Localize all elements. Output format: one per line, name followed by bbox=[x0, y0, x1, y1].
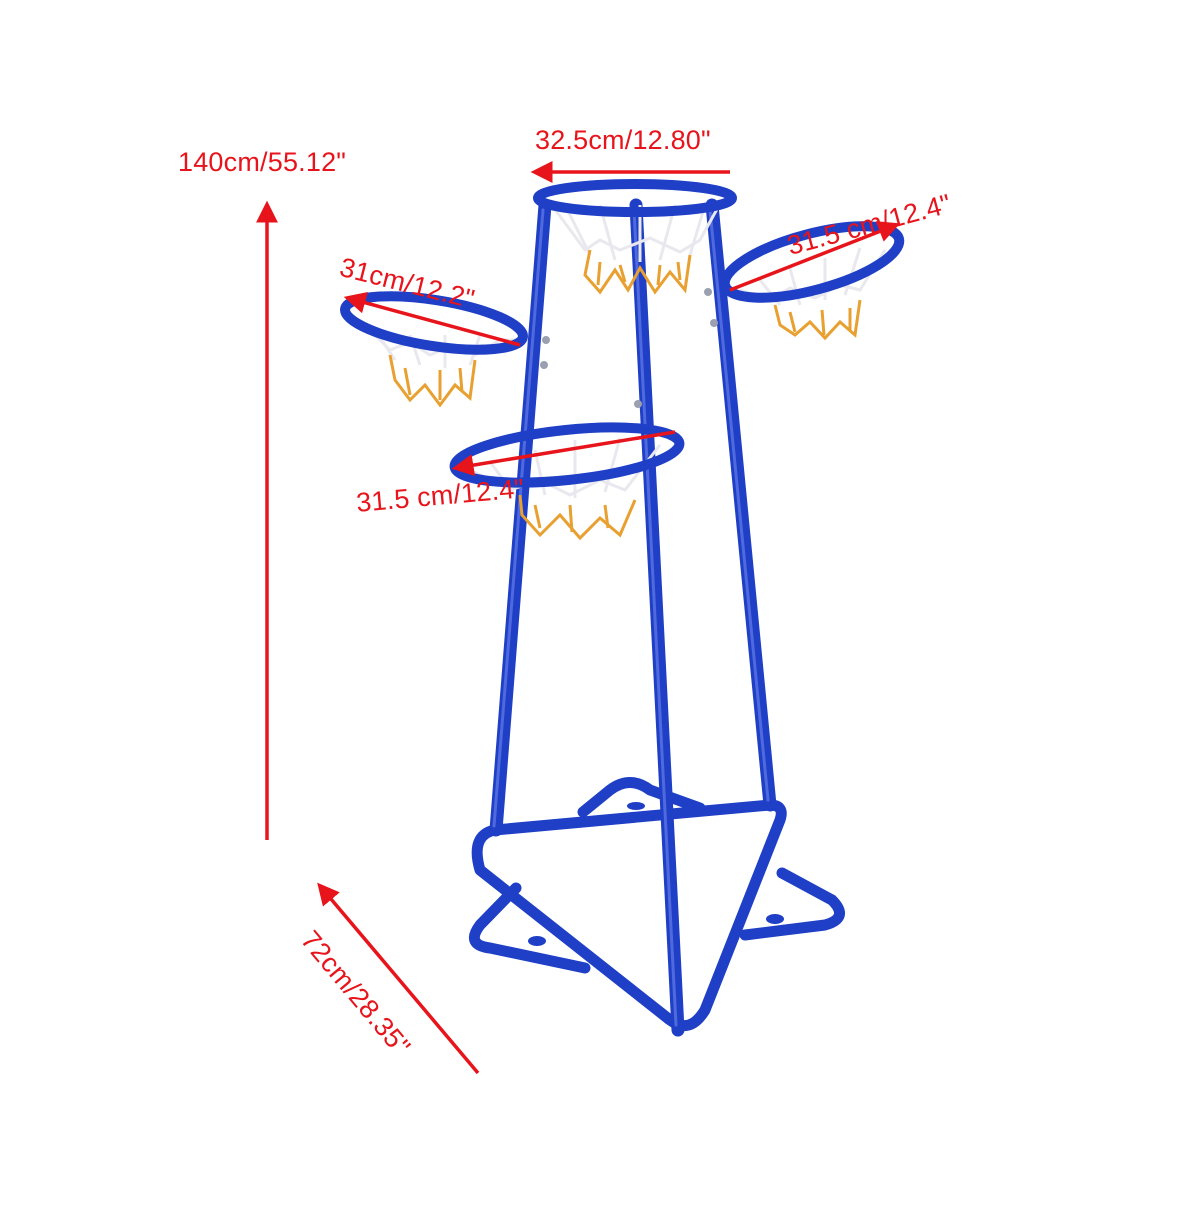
top-rim-label: 32.5cm/12.80" bbox=[535, 125, 711, 155]
dimension-arrows bbox=[256, 161, 901, 1075]
left-hoop bbox=[340, 291, 550, 408]
front-rim-arrow bbox=[451, 430, 676, 476]
base-frame bbox=[468, 777, 845, 1032]
height-label: 140cm/55.12" bbox=[178, 147, 347, 177]
right-rim-arrow bbox=[729, 221, 901, 292]
top-hoop bbox=[533, 179, 737, 295]
left-rim-arrow bbox=[343, 292, 521, 347]
poles bbox=[489, 198, 777, 1037]
base-arrow bbox=[317, 882, 480, 1075]
